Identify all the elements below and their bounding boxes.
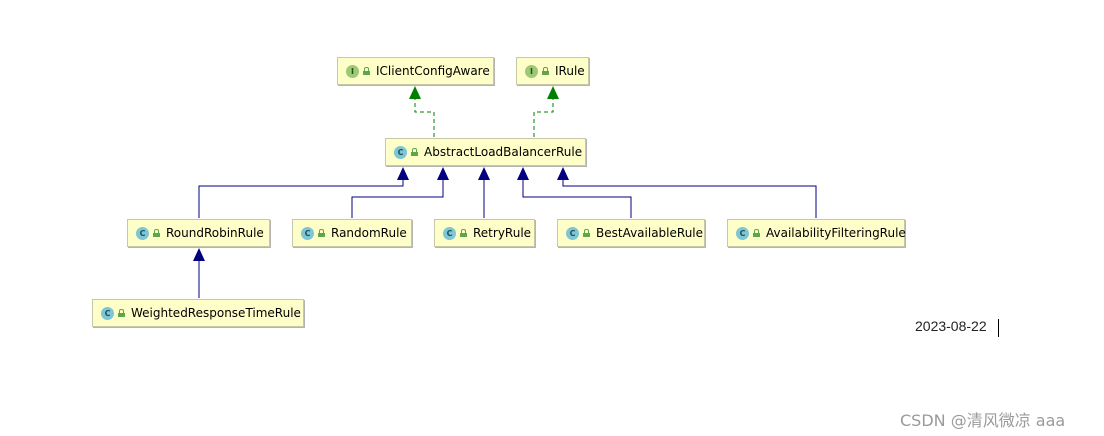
class-icon: C: [394, 145, 407, 159]
watermark: CSDN @清风微凉 aaa: [900, 411, 1066, 430]
node-label: WeightedResponseTimeRule: [131, 306, 301, 320]
class-icon: C: [301, 226, 314, 240]
node-label: BestAvailableRule: [596, 226, 704, 240]
node-availabilityfilteringrule[interactable]: C AvailabilityFilteringRule: [727, 219, 906, 247]
class-icon: C: [101, 306, 114, 320]
node-abstractloadbalancerrule[interactable]: C AbstractLoadBalancerRule: [385, 138, 586, 166]
arrowhead-bestavailable-to-abstract: [517, 167, 529, 180]
node-label: AbstractLoadBalancerRule: [424, 145, 583, 159]
lock-icon: [411, 148, 418, 156]
interface-icon: I: [525, 64, 538, 78]
arrowhead-roundrobin-to-abstract: [397, 167, 409, 180]
edge-implements-abstract-to-irule: [533, 98, 554, 137]
node-label: AvailabilityFilteringRule: [766, 226, 906, 240]
date-annotation: 2023-08-22: [915, 318, 987, 334]
interface-icon: I: [346, 64, 359, 78]
class-icon: C: [566, 226, 579, 240]
lock-icon: [153, 229, 160, 237]
node-retryrule[interactable]: C RetryRule: [434, 219, 535, 247]
edge-implements-abstract-to-iclient: [414, 98, 435, 137]
lock-icon: [583, 229, 590, 237]
lock-icon: [753, 229, 760, 237]
node-label: IClientConfigAware: [376, 64, 490, 78]
node-label: IRule: [555, 64, 585, 78]
edge-extends-roundrobin-to-abstract: [198, 179, 404, 218]
node-irule[interactable]: I IRule: [516, 57, 589, 85]
node-label: RandomRule: [331, 226, 407, 240]
class-icon: C: [136, 226, 149, 240]
arrowhead-random-to-abstract: [437, 167, 449, 180]
arrowhead-weighted-to-roundrobin: [193, 248, 205, 261]
arrowhead-abstract-to-iclient: [409, 86, 421, 99]
node-roundrobinrule[interactable]: C RoundRobinRule: [127, 219, 270, 247]
arrowhead-retry-to-abstract: [478, 167, 490, 180]
node-bestavailablerule[interactable]: C BestAvailableRule: [557, 219, 705, 247]
arrowhead-abstract-to-irule: [547, 86, 559, 99]
node-label: RetryRule: [473, 226, 532, 240]
edge-extends-random-to-abstract: [351, 179, 444, 218]
edge-extends-availability-to-abstract: [562, 179, 817, 218]
class-icon: C: [443, 226, 456, 240]
edge-extends-bestavailable-to-abstract: [522, 179, 632, 218]
node-randomrule[interactable]: C RandomRule: [292, 219, 412, 247]
lock-icon: [460, 229, 467, 237]
lock-icon: [542, 67, 549, 75]
node-label: RoundRobinRule: [166, 226, 264, 240]
node-weightedresponsetimerule[interactable]: C WeightedResponseTimeRule: [92, 299, 304, 327]
lock-icon: [118, 309, 125, 317]
node-iclientconfigaware[interactable]: I IClientConfigAware: [337, 57, 494, 85]
lock-icon: [363, 67, 370, 75]
lock-icon: [318, 229, 325, 237]
text-cursor: [998, 319, 999, 337]
arrowhead-availability-to-abstract: [557, 167, 569, 180]
class-icon: C: [736, 226, 749, 240]
